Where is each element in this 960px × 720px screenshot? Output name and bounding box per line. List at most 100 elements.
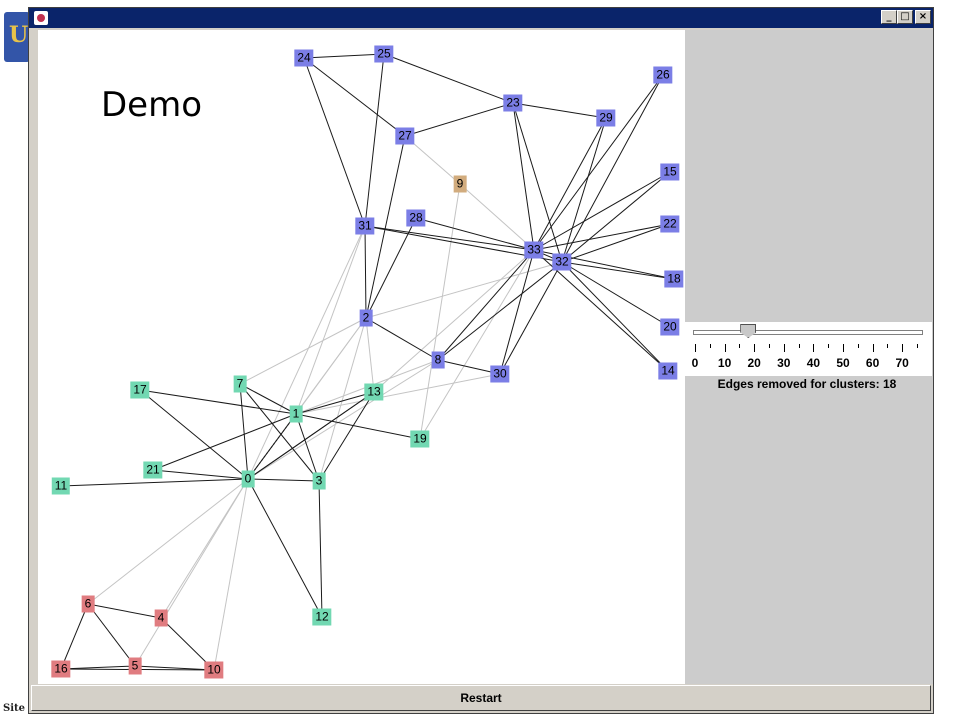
graph-node-label: 7	[233, 375, 247, 393]
graph-edge	[134, 665, 215, 671]
graph-node-18[interactable]: 18	[664, 270, 684, 288]
graph-node-2[interactable]: 2	[359, 309, 373, 327]
graph-node-label: 23	[503, 94, 523, 112]
graph-node-6[interactable]: 6	[81, 595, 95, 613]
graph-edge	[533, 74, 664, 251]
slider-track[interactable]	[693, 330, 923, 335]
graph-edge	[561, 74, 664, 263]
removed-edge	[247, 225, 366, 480]
slider-tick-label: 50	[836, 356, 850, 370]
graph-node-label: 20	[660, 318, 680, 336]
graph-node-9[interactable]: 9	[453, 175, 467, 193]
graph-node-label: 24	[294, 49, 314, 67]
graph-node-26[interactable]: 26	[653, 66, 673, 84]
graph-node-8[interactable]: 8	[431, 351, 445, 369]
graph-node-32[interactable]: 32	[552, 253, 572, 271]
graph-node-11[interactable]: 11	[51, 477, 71, 495]
graph-node-20[interactable]: 20	[660, 318, 680, 336]
graph-node-label: 22	[660, 215, 680, 233]
removed-edge	[419, 183, 461, 440]
removed-edge	[318, 317, 367, 482]
graph-node-24[interactable]: 24	[294, 49, 314, 67]
graph-edge	[303, 53, 385, 59]
removed-edge	[239, 317, 367, 385]
removed-edge	[295, 225, 366, 415]
demo-title: Demo	[101, 85, 203, 125]
graph-node-17[interactable]: 17	[130, 381, 150, 399]
slider-tick	[798, 344, 800, 348]
graph-node-5[interactable]: 5	[128, 657, 142, 675]
graph-edge	[437, 249, 535, 361]
graph-node-label: 33	[524, 241, 544, 259]
graph-node-31[interactable]: 31	[355, 217, 375, 235]
slider-tick-label: 40	[806, 356, 821, 370]
graph-node-3[interactable]: 3	[312, 472, 326, 490]
removed-edge	[365, 261, 563, 319]
graph-edge	[152, 469, 249, 480]
slider-thumb[interactable]	[740, 324, 757, 338]
graph-node-13[interactable]: 13	[364, 383, 384, 401]
close-button[interactable]: ×	[915, 10, 931, 24]
graph-node-label: 3	[312, 472, 326, 490]
graph-node-28[interactable]: 28	[406, 209, 426, 227]
graph-node-7[interactable]: 7	[233, 375, 247, 393]
slider-tick	[813, 344, 815, 352]
graph-node-15[interactable]: 15	[660, 163, 680, 181]
removed-edge	[134, 478, 249, 667]
graph-node-4[interactable]: 4	[154, 609, 168, 627]
slider-tick	[769, 344, 770, 348]
graph-node-10[interactable]: 10	[204, 661, 224, 679]
graph-edge	[364, 53, 385, 227]
graph-node-23[interactable]: 23	[503, 94, 523, 112]
graph-edge	[247, 391, 375, 480]
graph-node-0[interactable]: 0	[241, 470, 255, 488]
graph-edge	[437, 261, 563, 361]
graph-edge	[303, 57, 406, 137]
graph-node-label: 4	[154, 609, 168, 627]
graph-node-22[interactable]: 22	[660, 215, 680, 233]
minimize-button[interactable]: _	[881, 10, 897, 24]
graph-edge	[365, 135, 406, 319]
graph-edge	[247, 478, 323, 618]
graph-edge	[365, 317, 439, 361]
graph-node-33[interactable]: 33	[524, 241, 544, 259]
graph-edge	[239, 383, 320, 482]
graph-edge	[561, 117, 607, 263]
graph-node-label: 6	[81, 595, 95, 613]
java-app-icon[interactable]	[34, 11, 48, 25]
graph-edge	[415, 217, 535, 251]
graph-node-21[interactable]: 21	[143, 461, 163, 479]
slider-tick	[843, 344, 844, 352]
graph-node-29[interactable]: 29	[596, 109, 616, 127]
graph-node-1[interactable]: 1	[289, 405, 303, 423]
maximize-button[interactable]: □	[897, 10, 913, 24]
graph-edge	[533, 223, 671, 251]
graph-edge	[60, 603, 89, 670]
slider-tick	[857, 344, 859, 348]
graph-node-label: 27	[395, 127, 415, 145]
graph-node-25[interactable]: 25	[374, 45, 394, 63]
graph-node-16[interactable]: 16	[51, 660, 71, 678]
slider-tick	[828, 344, 830, 348]
graph-edge	[533, 171, 671, 251]
slider-tick	[783, 344, 785, 352]
graph-edge	[561, 261, 675, 280]
graph-node-label: 32	[552, 253, 572, 271]
graph-node-label: 19	[410, 430, 430, 448]
graph-node-label: 17	[130, 381, 150, 399]
graph-node-27[interactable]: 27	[395, 127, 415, 145]
graph-edge	[139, 389, 297, 415]
window-titlebar[interactable]: _ □ ×	[29, 8, 933, 28]
slider-tick-label: 70	[895, 356, 909, 370]
graph-node-14[interactable]: 14	[658, 362, 678, 380]
graph-edge	[239, 383, 297, 415]
graph-node-12[interactable]: 12	[312, 608, 332, 626]
slider-tick-label: 20	[747, 356, 761, 370]
graph-node-19[interactable]: 19	[410, 430, 430, 448]
graph-node-label: 15	[660, 163, 680, 181]
graph-node-30[interactable]: 30	[490, 365, 510, 383]
removed-edge	[295, 317, 367, 415]
restart-button[interactable]: Restart	[31, 685, 931, 711]
